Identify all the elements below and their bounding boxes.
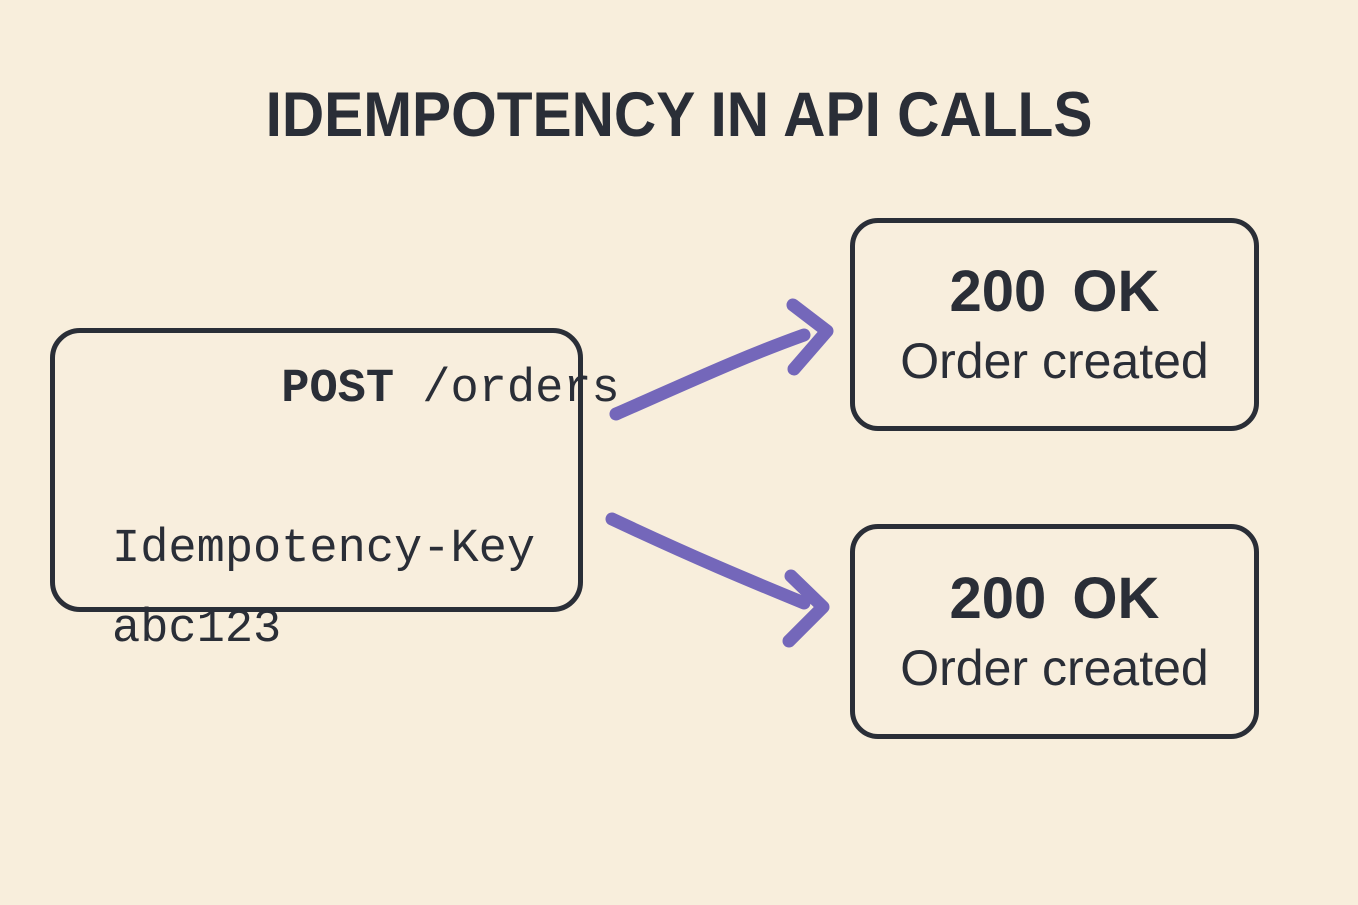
response-box-2: 200 OK Order created	[850, 524, 1259, 739]
request-box: POST /orders Idempotency-Key abc123	[50, 328, 620, 656]
status-code: 200 OK	[949, 258, 1160, 324]
curved-arrow-right-up-icon	[609, 298, 834, 421]
curved-arrow-right-down-icon	[605, 512, 830, 648]
page-title: IDEMPOTENCY IN API CALLS	[265, 80, 1093, 150]
request-line: POST /orders	[112, 270, 620, 510]
idempotency-key-header: Idempotency-Key	[112, 523, 536, 576]
status-message: Order created	[900, 332, 1209, 389]
response-box-1: 200 OK Order created	[850, 218, 1259, 431]
http-method: POST	[281, 363, 395, 416]
status-message: Order created	[900, 639, 1209, 696]
idempotency-key-value: abc123	[112, 603, 282, 656]
http-path: /orders	[394, 363, 620, 416]
status-code: 200 OK	[949, 565, 1160, 631]
